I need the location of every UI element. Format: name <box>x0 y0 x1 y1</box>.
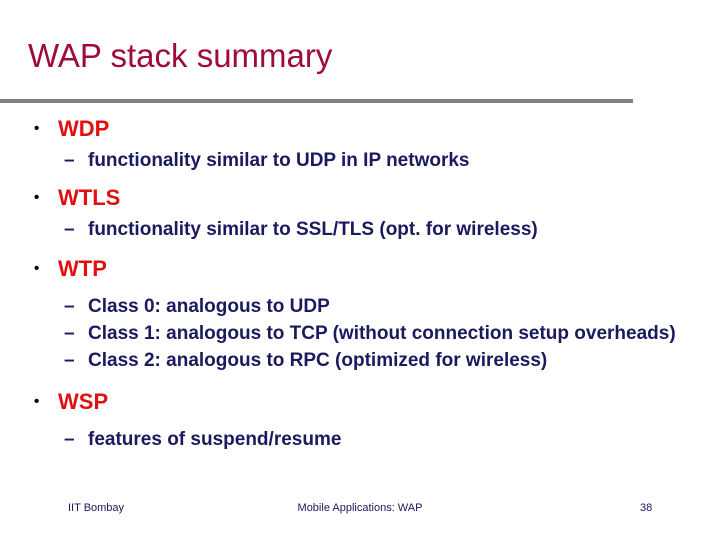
dash-icon: – <box>64 350 75 371</box>
dash-icon: – <box>64 150 75 171</box>
dash-icon: – <box>64 323 75 344</box>
footer-institution: IIT Bombay <box>68 502 125 514</box>
footer-page-number: 38 <box>640 502 653 514</box>
bullet-level1-label: WSP <box>58 389 109 414</box>
bullet-level2-label: functionality similar to SSL/TLS (opt. f… <box>88 219 538 240</box>
bullet-level2-wdp-1: – functionality similar to UDP in IP net… <box>0 148 720 173</box>
bullet-level2-label: Class 2: analogous to RPC (optimized for… <box>88 350 548 371</box>
bullet-dot-icon: • <box>34 393 40 410</box>
bullet-level2-label: features of suspend/resume <box>88 429 342 450</box>
bullet-dot-icon: • <box>34 120 40 137</box>
bullet-level2-label: functionality similar to UDP in IP netwo… <box>88 150 470 171</box>
slide-footer: IIT Bombay Mobile Applications: WAP 38 <box>0 500 720 520</box>
footer-subject: Mobile Applications: WAP <box>297 502 423 514</box>
bullet-level2-wtls-1: – functionality similar to SSL/TLS (opt.… <box>0 217 720 242</box>
bullet-level2-label: Class 0: analogous to UDP <box>88 296 330 317</box>
bullet-level1-wsp: • WSP <box>0 387 720 417</box>
bullet-dot-icon: • <box>34 189 40 206</box>
title-divider-rule <box>0 99 633 103</box>
dash-icon: – <box>64 296 75 317</box>
bullet-level1-label: WDP <box>58 116 110 141</box>
dash-icon: – <box>64 429 75 450</box>
bullet-level1-label: WTP <box>58 256 107 281</box>
bullet-level1-label: WTLS <box>58 185 121 210</box>
bullet-level1-wtp: • WTP <box>0 254 720 284</box>
bullet-level1-wdp: • WDP <box>0 114 720 144</box>
bullet-level2-wtp-2: – Class 1: analogous to TCP (without con… <box>0 321 720 346</box>
bullet-level2-label: Class 1: analogous to TCP (without conne… <box>88 323 676 344</box>
bullet-level2-wtp-3: – Class 2: analogous to RPC (optimized f… <box>0 348 720 373</box>
slide-body: • WDP – functionality similar to UDP in … <box>0 110 720 454</box>
slide-title: WAP stack summary <box>28 37 333 74</box>
bullet-level2-wtp-1: – Class 0: analogous to UDP <box>0 294 720 319</box>
bullet-dot-icon: • <box>34 260 40 277</box>
dash-icon: – <box>64 219 75 240</box>
bullet-level1-wtls: • WTLS <box>0 183 720 213</box>
bullet-level2-wsp-1: – features of suspend/resume <box>0 427 720 452</box>
